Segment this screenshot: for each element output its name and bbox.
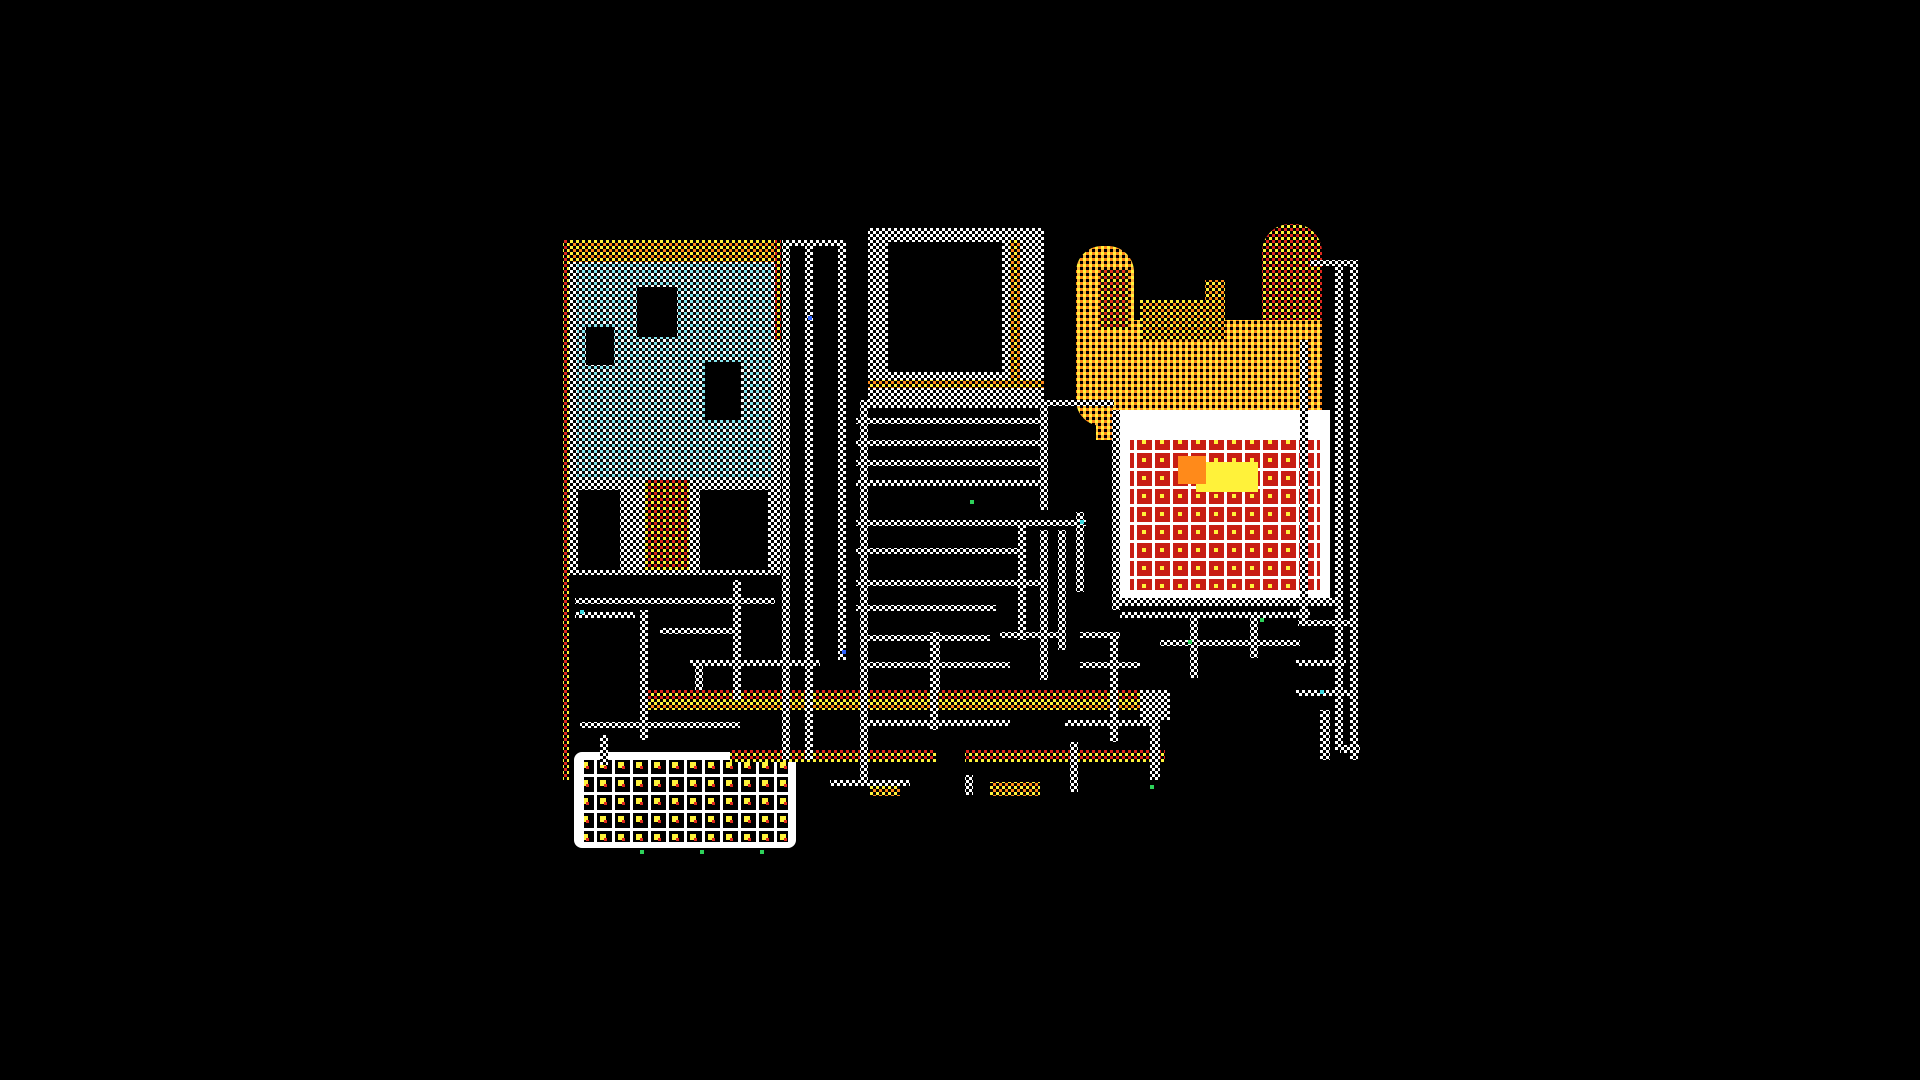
room-southwest-grate [574, 752, 796, 848]
room-northwest-pool [563, 240, 781, 780]
room-east-grate [1120, 410, 1330, 600]
corridor-south-red [640, 690, 1165, 796]
wall-lines [575, 240, 1360, 795]
room-northeast-lava [1076, 224, 1322, 440]
accent-markers [580, 316, 1324, 854]
room-north-hall [868, 228, 1044, 408]
